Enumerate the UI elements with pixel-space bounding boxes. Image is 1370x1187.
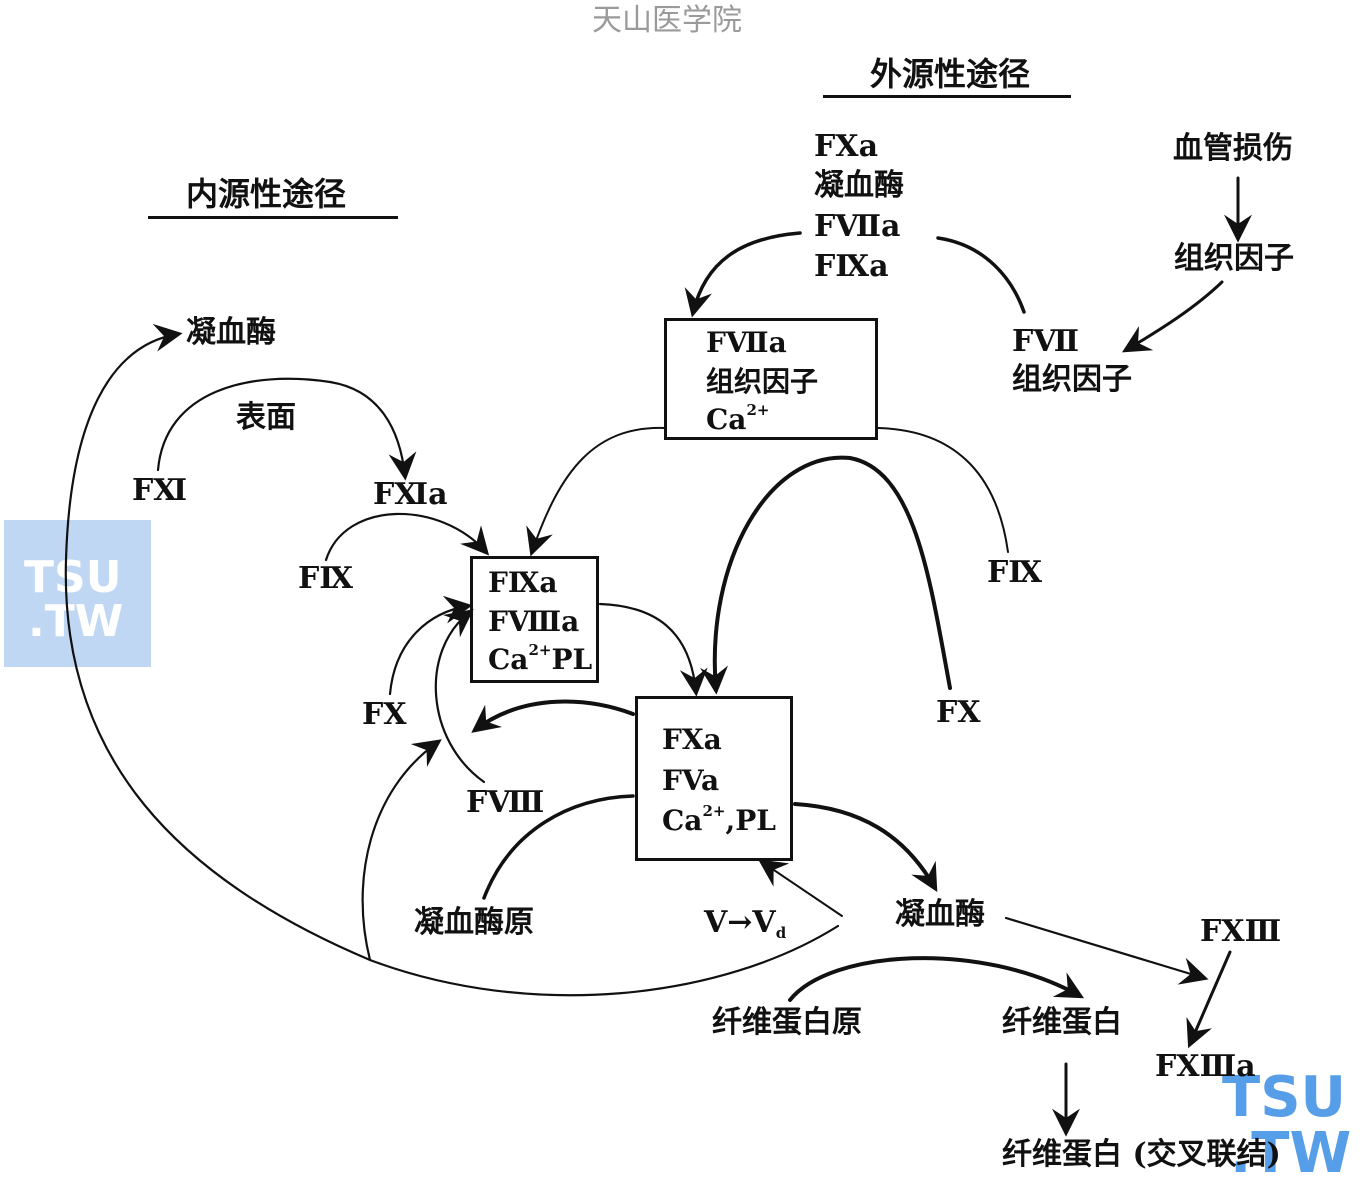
thrombin-top-label: 凝血酶 bbox=[186, 315, 276, 350]
fx-left-label: FX bbox=[362, 697, 407, 732]
fx-right-label: FX bbox=[936, 695, 981, 730]
fviii-label: FⅧ bbox=[466, 785, 545, 820]
arrow-tf-to-fvii bbox=[1121, 280, 1224, 353]
prothrombinase-box bbox=[635, 696, 793, 861]
activator-thrombin: 凝血酶 bbox=[814, 168, 904, 203]
extrinsic-pathway-header: 外源性途径 bbox=[870, 55, 1031, 93]
arrow-box-to-thrombin bbox=[793, 802, 938, 893]
activator-fviia: FⅦa bbox=[814, 209, 901, 244]
arc-activators-to-fvii bbox=[936, 236, 1026, 314]
surface-label: 表面 bbox=[236, 400, 296, 435]
fvii-tissue-factor-label: 组织因子 bbox=[1012, 362, 1132, 397]
fibrinogen-label: 纤维蛋白原 bbox=[712, 1005, 862, 1040]
prothrombin-label: 凝血酶原 bbox=[414, 905, 534, 940]
extrinsic-header-underline bbox=[823, 95, 1071, 98]
intrinsic-tenase-box-text: FⅨa FⅧa Ca2+PL bbox=[488, 566, 593, 677]
v-to-vd-label: V→Vd bbox=[704, 905, 787, 942]
arrow-thrombin-to-box-vd bbox=[758, 859, 843, 917]
arrow-thrombin-feedback-top bbox=[64, 323, 840, 997]
fxi-label: FⅪ bbox=[132, 473, 188, 508]
arrow-thrombin-to-fxiii bbox=[1004, 916, 1209, 985]
arrow-fx-right-to-prothrombinase bbox=[700, 455, 952, 695]
intrinsic-tenase-box bbox=[470, 556, 599, 683]
tissue-factor-label: 组织因子 bbox=[1174, 241, 1294, 276]
arrow-prothrombinase-to-fx bbox=[471, 699, 635, 733]
extrinsic-tenase-box bbox=[664, 318, 878, 440]
fxia-label: FⅪa bbox=[373, 477, 448, 512]
arrow-extrinsic-box-to-tenase bbox=[526, 426, 665, 557]
arc-prothrombin-to-box bbox=[482, 794, 635, 900]
fibrin-crosslinked-label: 纤维蛋白 (交叉联结) bbox=[1002, 1137, 1281, 1172]
fxiii-label: FXⅢ bbox=[1200, 914, 1282, 949]
activator-fixa: FⅨa bbox=[814, 249, 889, 284]
extrinsic-tenase-box-text: FⅦa 组织因子 Ca2+ bbox=[706, 326, 819, 437]
arrow-fxiii-to-fxiiia bbox=[1186, 950, 1232, 1049]
intrinsic-header-underline bbox=[148, 216, 398, 219]
fix-right-label: FⅨ bbox=[987, 555, 1043, 590]
thrombin-bottom-label: 凝血酶 bbox=[895, 897, 985, 932]
arrow-fibrinogen-to-fibrin bbox=[788, 956, 1085, 1002]
arrow-fix-to-tenase bbox=[324, 512, 490, 562]
watermark-right-text: TSU .TW bbox=[1222, 1065, 1352, 1186]
fvii-label: FⅦ bbox=[1012, 324, 1080, 359]
vessel-injury-label: 血管损伤 bbox=[1173, 131, 1293, 166]
fibrin-label: 纤维蛋白 bbox=[1002, 1005, 1122, 1040]
page-title: 天山医学院 bbox=[592, 3, 742, 38]
arrow-fx-left-to-tenase bbox=[388, 595, 473, 696]
fxiiia-label: FXⅢa bbox=[1155, 1049, 1256, 1084]
arrow-activators-to-extrinsic-box bbox=[684, 231, 802, 318]
arrow-fviii-to-tenase bbox=[434, 609, 486, 784]
activator-fxa: FXa bbox=[814, 129, 879, 164]
intrinsic-pathway-header: 内源性途径 bbox=[186, 175, 347, 213]
watermark-left-text: TSU .TW bbox=[24, 552, 124, 647]
arrow-thrombin-feedback-tenase bbox=[361, 739, 442, 962]
arc-extrinsic-box-to-fix-right bbox=[877, 427, 1009, 553]
fix-left-label: FⅨ bbox=[298, 561, 354, 596]
arrow-tenase-to-prothrombinase bbox=[598, 602, 708, 697]
watermark-left bbox=[4, 520, 151, 667]
arrow-fxi-to-fxia bbox=[156, 377, 417, 481]
prothrombinase-box-text: FXa FVa Ca2+,PL bbox=[662, 723, 776, 838]
